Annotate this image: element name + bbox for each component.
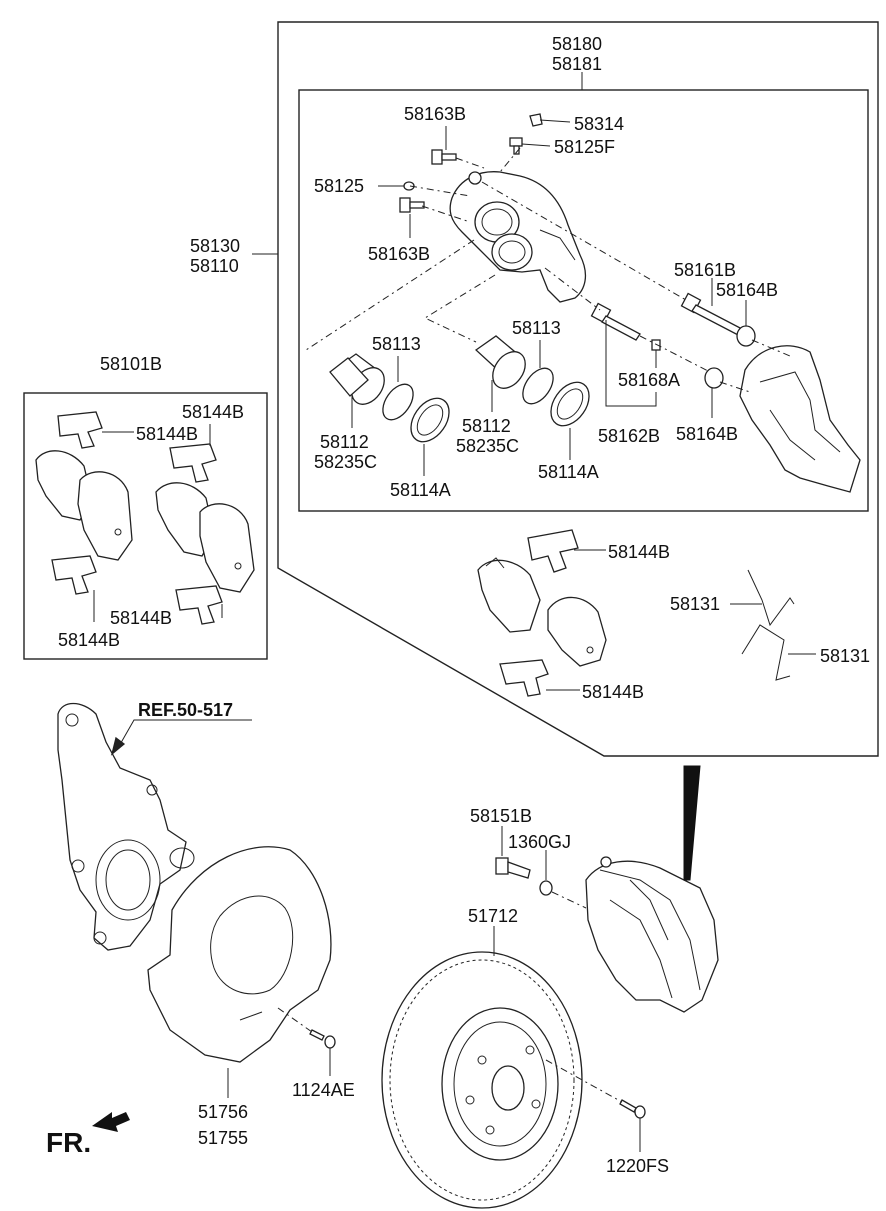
brake-pad-inner	[547, 596, 607, 667]
label-58114A-left: 58114A	[390, 480, 451, 500]
label-58164B-bottom: 58164B	[676, 424, 738, 444]
label-58151B: 58151B	[470, 806, 532, 826]
alignment-line-13	[551, 891, 587, 909]
caliper-assembled	[585, 856, 719, 1013]
label-58144B-b: 58144B	[136, 424, 198, 444]
label-58113-left: 58113	[372, 334, 421, 354]
leader-lines	[93, 119, 816, 1152]
pad-kit-pad-4	[199, 503, 255, 593]
bolt-1124AE	[309, 1029, 336, 1049]
label-58131-b: 58131	[820, 646, 870, 666]
label-58130: 58130	[190, 236, 240, 256]
pad-kit-pad-3	[155, 482, 215, 557]
caliper-bracket	[739, 345, 861, 493]
cap-58314	[529, 113, 543, 127]
label-58162B: 58162B	[598, 426, 660, 446]
label-1220FS: 1220FS	[606, 1156, 669, 1176]
seal-58113-right	[522, 367, 554, 405]
alignment-line-9	[719, 381, 751, 393]
label-58131-a: 58131	[670, 594, 720, 614]
alignment-line-7	[544, 267, 601, 311]
label-58163B-mid: 58163B	[368, 244, 430, 264]
bleeder-58125F	[509, 137, 523, 155]
piston-58112-left	[329, 353, 385, 405]
label-58113-right: 58113	[512, 318, 561, 338]
label-58164B-top: 58164B	[716, 280, 778, 300]
label-58314: 58314	[574, 114, 624, 134]
pad-kit-box	[23, 392, 268, 660]
pad-kit-shim-1	[57, 411, 103, 449]
boot-58114A-left	[410, 397, 450, 443]
assembly-pointer	[683, 765, 701, 881]
label-1124AE: 1124AE	[292, 1080, 355, 1100]
pad-kit-shim-4	[175, 585, 223, 625]
label-58235C-left: 58235C	[314, 452, 377, 472]
alignment-line-11	[423, 274, 496, 343]
boot-58164B-bottom	[704, 367, 724, 389]
piston-58112-right	[474, 335, 526, 389]
shim-58144B-lower	[499, 659, 549, 697]
spring-58131-upper	[747, 569, 795, 627]
boot-58164B-top	[736, 325, 756, 347]
pin-58168A	[651, 339, 661, 351]
label-58125: 58125	[314, 176, 364, 196]
alignment-line-8	[639, 335, 711, 373]
steering-knuckle	[57, 702, 195, 951]
guide-pin-58162B	[590, 302, 641, 341]
label-58144B-f: 58144B	[582, 682, 644, 702]
label-1360GJ: 1360GJ	[508, 832, 571, 852]
label-58161B: 58161B	[674, 260, 736, 280]
label-51712: 51712	[468, 906, 518, 926]
label-58144B-a: 58144B	[182, 402, 244, 422]
bolt-58163B-mid	[399, 197, 425, 213]
caliper-assembly-frame	[277, 21, 879, 757]
label-58181: 58181	[552, 54, 602, 74]
bolt-58151B	[495, 857, 531, 879]
caliper-subassembly-box	[298, 89, 869, 512]
alignment-line-6	[751, 339, 791, 357]
label-58110: 58110	[190, 256, 239, 276]
bolt-58163B-top	[431, 149, 457, 165]
pad-kit-shim-3	[169, 443, 217, 483]
label-58235C-right: 58235C	[456, 436, 519, 456]
washer-1360GJ	[539, 880, 553, 896]
pad-kit-shim-2	[51, 555, 97, 595]
label-58112-left: 58112	[320, 432, 369, 452]
brake-disc	[381, 951, 583, 1209]
label-ref: REF.50-517	[138, 700, 233, 720]
alignment-line-14	[545, 1059, 623, 1103]
dust-shield	[147, 846, 332, 1063]
label-58112-right: 58112	[462, 416, 511, 436]
ref-leader	[117, 719, 252, 749]
pad-kit-pad-2	[77, 471, 133, 561]
boot-58114A-right	[550, 381, 590, 427]
label-58144B-d: 58144B	[58, 630, 120, 650]
label-58125F: 58125F	[554, 137, 615, 157]
label-51755: 51755	[198, 1128, 248, 1148]
brake-pad-outer	[477, 557, 541, 633]
label-58101B: 58101B	[100, 354, 162, 374]
shim-58144B-upper	[527, 529, 579, 573]
caliper-housing	[449, 171, 587, 303]
label-58144B-e: 58144B	[608, 542, 670, 562]
alignment-line-4	[499, 147, 521, 173]
label-58114A-right: 58114A	[538, 462, 599, 482]
label-58163B-top: 58163B	[404, 104, 466, 124]
spring-58131-lower	[741, 624, 791, 681]
alignment-line-12	[277, 1007, 313, 1033]
seal-58113-left	[382, 383, 414, 421]
alignment-line-3	[455, 157, 485, 169]
alignment-line-5	[481, 181, 687, 301]
front-arrow	[92, 1112, 130, 1132]
label-58180: 58180	[552, 34, 602, 54]
screw-1220FS	[619, 1099, 646, 1119]
label-58168A: 58168A	[618, 370, 680, 390]
label-58144B-c: 58144B	[110, 608, 172, 628]
ref-arrow	[110, 736, 126, 756]
label-fr: FR.	[46, 1127, 91, 1158]
label-51756: 51756	[198, 1102, 248, 1122]
